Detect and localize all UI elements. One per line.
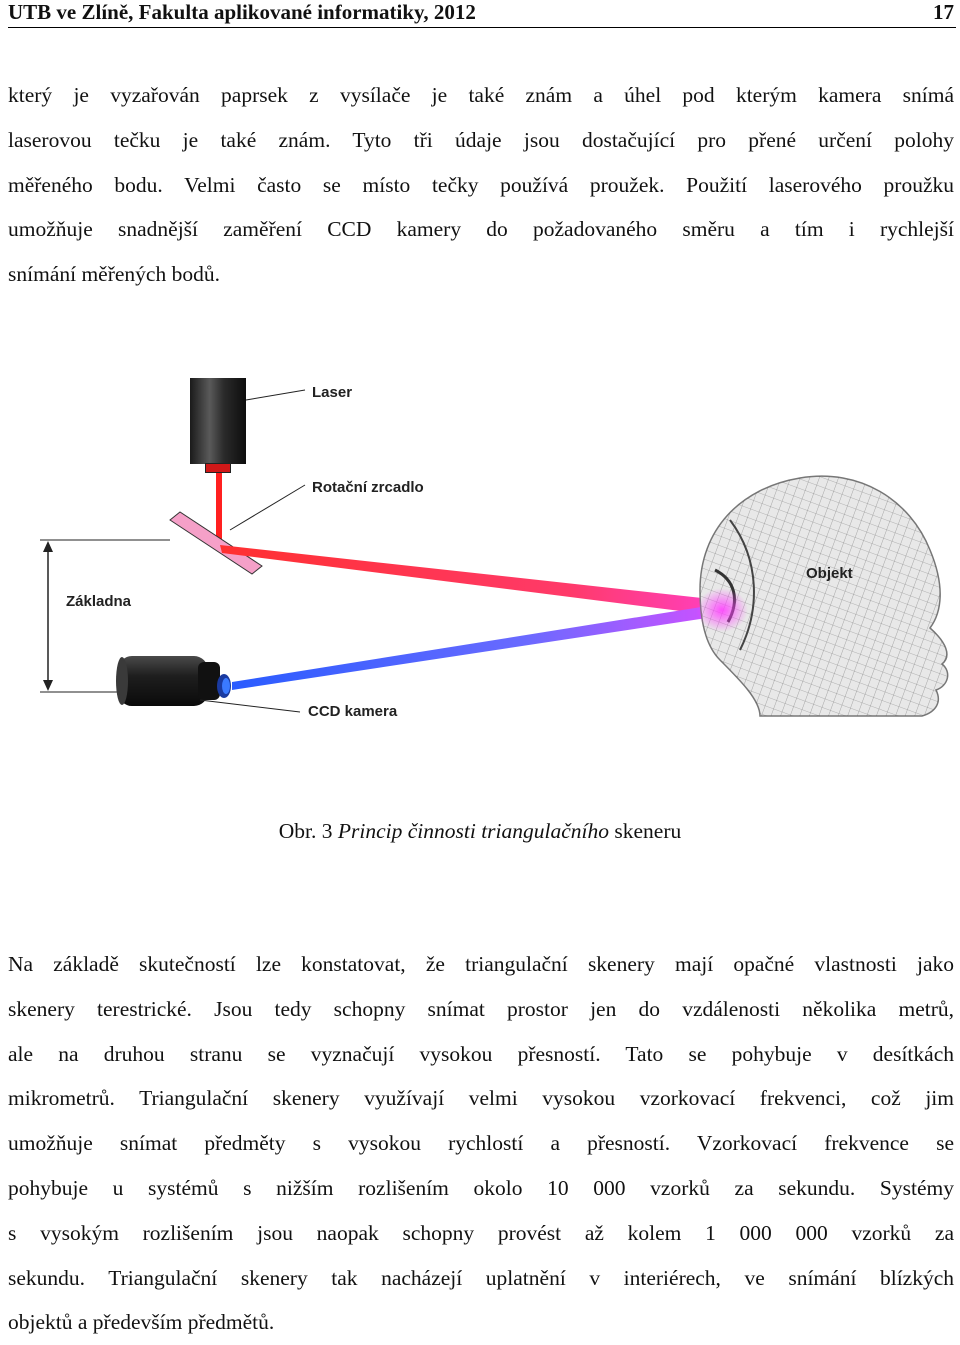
- text-line: snímání měřených bodů.: [8, 262, 220, 287]
- text-line: umožňuje snímat předměty s vysokou rychl…: [8, 1131, 954, 1156]
- text-line: umožňuje snadnější zaměření CCD kamery d…: [8, 217, 954, 242]
- label-laser: Laser: [312, 384, 352, 401]
- camera-beam: [232, 604, 720, 690]
- label-mirror: Rotační zrcadlo: [312, 479, 424, 496]
- text-line: ale na druhou stranu se vyznačují vysoko…: [8, 1041, 954, 1066]
- mirror-icon: [169, 511, 263, 575]
- laser-icon: [190, 378, 246, 473]
- paragraph-main: Na základě skutečností lze konstatovat, …: [8, 942, 954, 1345]
- object-head-icon: [696, 475, 949, 717]
- ccd-camera-icon: [116, 656, 231, 706]
- text-line: laserovou tečku je také znám. Tyto tři ú…: [8, 127, 954, 152]
- text-line: měřeného bodu. Velmi často se místo tečk…: [8, 172, 954, 197]
- triangulation-figure: Laser Rotační zrcadlo Základna Objekt CC…: [0, 360, 960, 740]
- text-line: pohybuje u systémů s nižším rozlišením o…: [8, 1175, 954, 1200]
- label-camera: CCD kamera: [308, 703, 398, 720]
- page-header: UTB ve Zlíně, Fakulta aplikované informa…: [8, 0, 956, 28]
- caption-prefix: Obr. 3: [278, 819, 338, 843]
- text-line: objektů a především předmětů.: [8, 1310, 275, 1335]
- base-dimension: [40, 539, 170, 693]
- paragraph-intro: který je vyzařován paprsek z vysílače je…: [8, 73, 954, 297]
- text-line: sekundu. Triangulační skenery tak nacház…: [8, 1265, 954, 1290]
- text-line: mikrometrů. Triangulační skenery využíva…: [8, 1086, 954, 1111]
- laser-beam: [216, 473, 222, 545]
- caption-suffix: skeneru: [609, 819, 682, 843]
- header-title: UTB ve Zlíně, Fakulta aplikované informa…: [8, 0, 476, 24]
- reflected-beam: [220, 545, 720, 616]
- page-number: 17: [933, 0, 954, 24]
- caption-italic: Princip činnosti triangulačního: [337, 819, 609, 843]
- text-line: Na základě skutečností lze konstatovat, …: [8, 952, 954, 976]
- triangulation-diagram: Laser Rotační zrcadlo Základna Objekt CC…: [40, 378, 949, 720]
- label-base: Základna: [66, 593, 132, 610]
- figure-caption: Obr. 3 Princip činnosti triangulačního s…: [0, 814, 960, 848]
- text-line: skenery terestrické. Jsou tedy schopny s…: [8, 996, 954, 1021]
- text-line: s vysokým rozlišením jsou naopak schopny…: [8, 1220, 954, 1245]
- text-line: který je vyzařován paprsek z vysílače je…: [8, 83, 954, 107]
- label-object: Objekt: [806, 565, 853, 582]
